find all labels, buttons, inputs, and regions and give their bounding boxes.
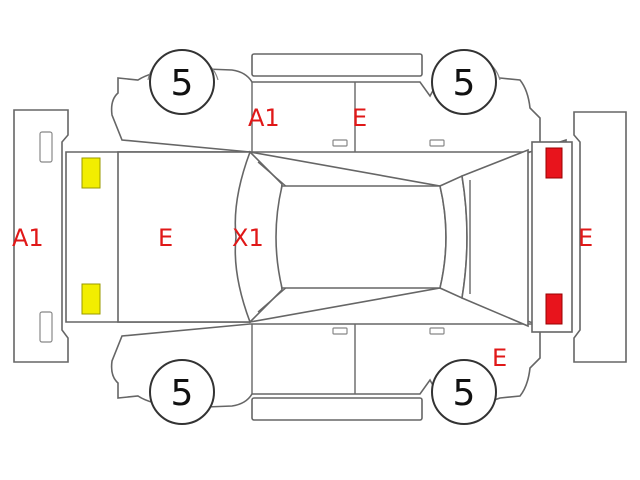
tire-left-front [149, 49, 215, 115]
left-rear-door-handle [429, 139, 445, 147]
tire-right-front [149, 359, 215, 425]
taillight-marker-right [545, 293, 563, 325]
code-left-front-fender: A1 [248, 104, 280, 132]
code-front-glass: X1 [232, 224, 264, 252]
code-rear-bumper: E [578, 224, 593, 252]
taillight-marker-left [545, 147, 563, 179]
headlight-marker-right [81, 283, 101, 315]
left-running-board [251, 53, 423, 77]
headlight-marker-left [81, 157, 101, 189]
front-bumper-slot-bottom [39, 311, 53, 343]
code-hood: E [158, 224, 173, 252]
windshield-inner [257, 161, 289, 313]
hood [117, 151, 251, 323]
roof [275, 185, 447, 289]
rear-bumper [573, 111, 627, 363]
tire-left-rear-rating: 5 [453, 63, 476, 104]
right-rear-door-handle [429, 327, 445, 335]
front-bumper [13, 109, 69, 363]
tire-left-front-rating: 5 [171, 63, 194, 104]
right-front-door-handle [332, 327, 348, 335]
code-right-rear-quarter: E [492, 344, 507, 372]
tire-right-rear-rating: 5 [453, 373, 476, 414]
tire-right-rear [431, 359, 497, 425]
front-bumper-slot-top [39, 131, 53, 163]
tire-left-rear [431, 49, 497, 115]
code-left-rear-door: E [352, 104, 367, 132]
right-running-board [251, 397, 423, 421]
left-front-door-handle [332, 139, 348, 147]
tire-right-front-rating: 5 [171, 373, 194, 414]
code-front-bumper: A1 [12, 224, 44, 252]
trunk [461, 148, 529, 328]
